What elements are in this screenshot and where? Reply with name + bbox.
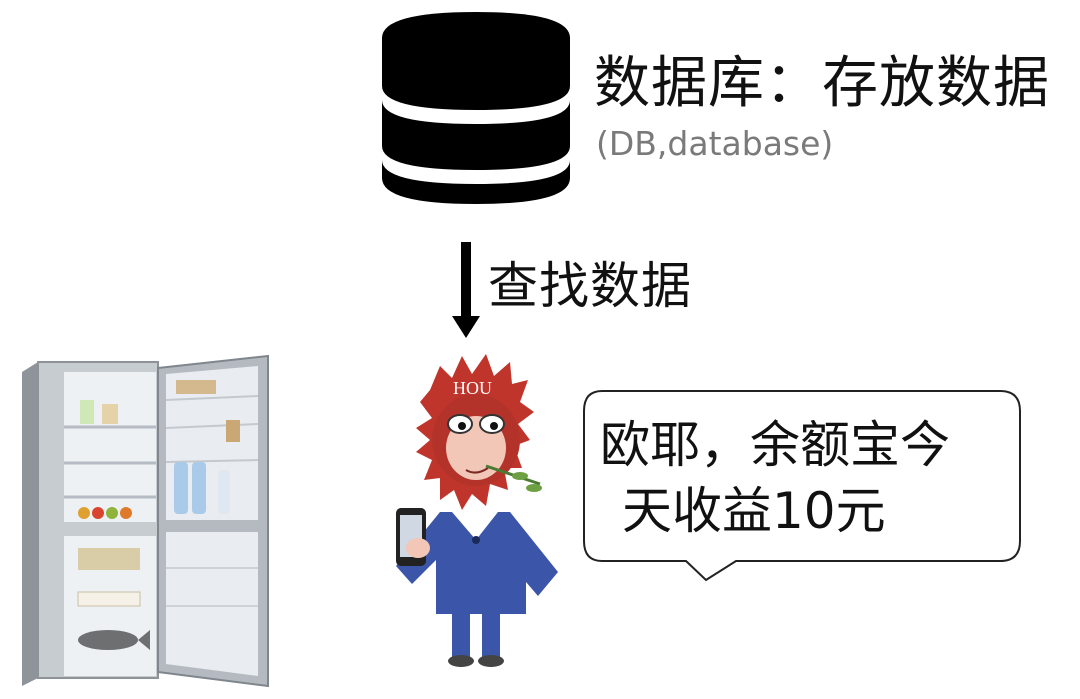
down-arrow-icon: [452, 242, 480, 338]
database-title: 数据库：存放数据: [594, 51, 1050, 116]
monkey-character-illustration: HOU: [396, 354, 558, 667]
character-head-label: HOU: [453, 378, 492, 398]
query-label: 查找数据: [488, 257, 692, 315]
database-subtitle: (DB,database): [596, 124, 834, 163]
speech-bubble-line-1: 欧耶，余额宝今: [600, 416, 950, 474]
database-cylinder-icon: [382, 12, 570, 204]
speech-bubble-text: 欧耶，余额宝今 天收益10元: [600, 412, 1000, 544]
refrigerator-illustration: [22, 354, 269, 688]
speech-bubble-line-2: 天收益10元: [622, 482, 886, 540]
speech-bubble-outline: [583, 390, 1021, 582]
